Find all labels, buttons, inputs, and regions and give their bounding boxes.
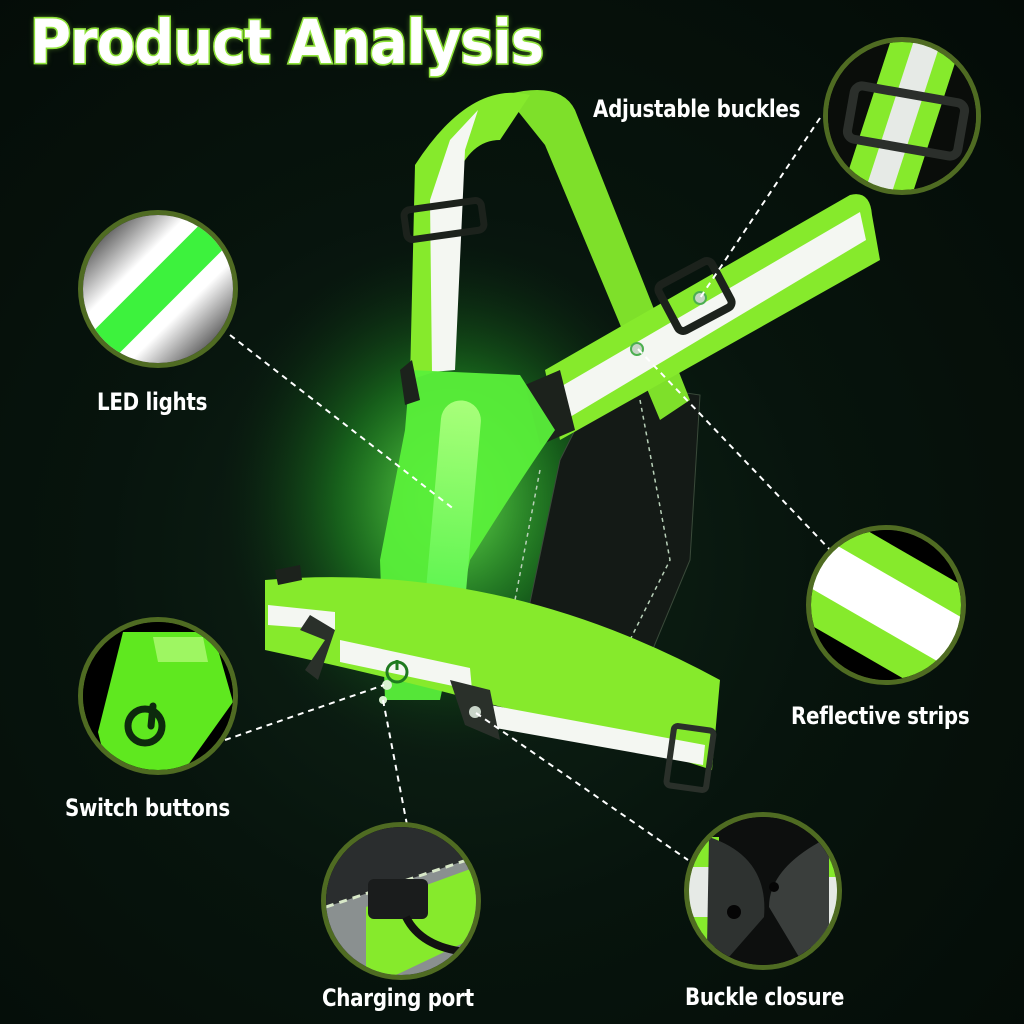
reflective-strip-icon bbox=[806, 525, 966, 685]
callout-leader-lines bbox=[224, 117, 836, 861]
page-title: Product Analysis bbox=[28, 6, 545, 79]
callout-label-switch-buttons: Switch buttons bbox=[65, 794, 230, 822]
side-release-buckle-icon bbox=[684, 812, 842, 970]
callout-label-reflective-strips: Reflective strips bbox=[791, 702, 970, 730]
power-icon bbox=[78, 617, 238, 775]
callout-label-led-lights: LED lights bbox=[97, 388, 208, 416]
buckle-icon bbox=[823, 37, 981, 195]
usb-c-icon bbox=[321, 822, 481, 980]
callout-label-charging-port: Charging port bbox=[322, 984, 474, 1012]
led-strip-icon bbox=[78, 210, 238, 368]
callout-label-adjustable-buckles: Adjustable buckles bbox=[593, 95, 801, 123]
callout-label-buckle-closure: Buckle closure bbox=[685, 983, 845, 1011]
